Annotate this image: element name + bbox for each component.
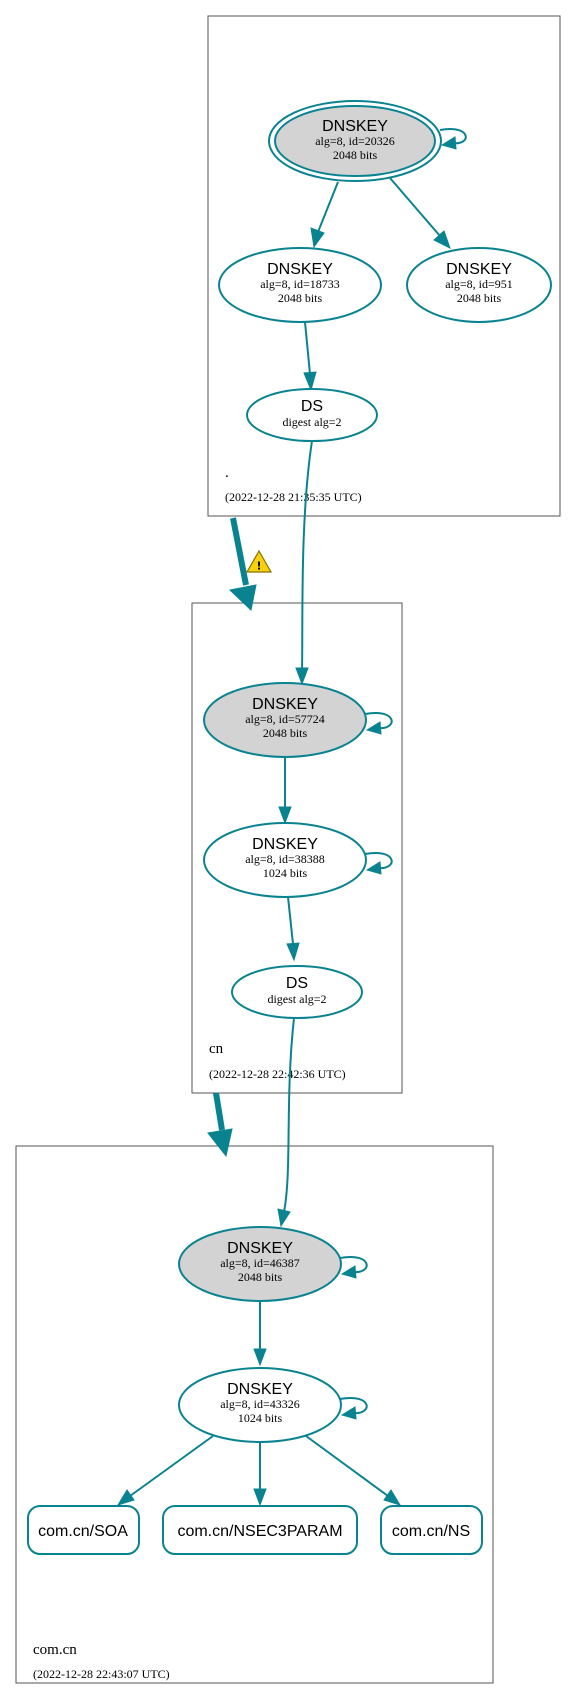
edge-delegation-root-to-cn <box>230 517 249 586</box>
edge-root-zsk-to-ds <box>304 321 311 375</box>
node-cn-ksk: DNSKEY alg=8, id=57724 2048 bits <box>203 682 367 758</box>
edge-cn-ksk-self <box>364 711 393 730</box>
node-detail: alg=8, id=57724 <box>245 712 325 726</box>
edge-root-ksk-to-zsk <box>317 181 339 233</box>
edge-root-ds-to-cn-ksk <box>301 440 313 673</box>
node-detail: 2048 bits <box>457 291 502 305</box>
node-detail: 1024 bits <box>263 866 308 880</box>
node-title: DNSKEY <box>227 1240 293 1257</box>
rrset-nsec3param: com.cn/NSEC3PARAM <box>162 1505 358 1555</box>
zone-comcn-timestamp: (2022-12-28 22:43:07 UTC) <box>33 1667 170 1681</box>
node-detail: 2048 bits <box>238 1270 283 1284</box>
arrowhead <box>340 1265 357 1279</box>
rrset-label: com.cn/NSEC3PARAM <box>177 1523 342 1540</box>
arrowhead <box>286 942 300 962</box>
edge-comcn-ksk-self <box>339 1255 368 1274</box>
edge-root-ksk-to-zsk2 <box>389 177 441 237</box>
arrowhead <box>365 861 382 875</box>
node-title: DS <box>301 398 323 415</box>
edge-comcn-zsk-self <box>339 1396 368 1415</box>
warning-icon: ! <box>245 549 273 573</box>
node-detail: alg=8, id=38388 <box>245 852 325 866</box>
arrowhead <box>253 1488 267 1507</box>
zone-cn-name: cn <box>209 1041 224 1057</box>
rrset-ns: com.cn/NS <box>380 1505 483 1555</box>
node-detail: alg=8, id=46387 <box>220 1256 300 1270</box>
edge-cn-ds-to-comcn-ksk <box>283 1017 295 1213</box>
warning-glyph: ! <box>256 560 261 573</box>
zone-root-name: . <box>225 465 229 481</box>
edge-root-ksk-self <box>439 127 467 145</box>
node-comcn-zsk: DNSKEY alg=8, id=43326 1024 bits <box>178 1367 342 1443</box>
arrowhead <box>383 1489 402 1506</box>
arrowhead <box>253 1348 267 1367</box>
arrowhead <box>295 667 309 686</box>
node-detail: 2048 bits <box>278 291 323 305</box>
node-comcn-ksk: DNSKEY alg=8, id=46387 2048 bits <box>178 1226 342 1302</box>
node-title: DS <box>286 975 308 992</box>
edge-cn-zsk-self <box>364 851 393 870</box>
node-root-ksk: DNSKEY alg=8, id=20326 2048 bits <box>268 100 442 182</box>
node-root-ds: DS digest alg=2 <box>246 388 378 442</box>
edge-comcn-zsk-to-ns <box>305 1435 389 1497</box>
node-title: DNSKEY <box>252 696 318 713</box>
node-detail: digest alg=2 <box>282 415 341 429</box>
arrowhead <box>277 1208 291 1228</box>
node-title: DNSKEY <box>227 1381 293 1398</box>
zone-comcn-name: com.cn <box>33 1642 77 1658</box>
arrowhead <box>116 1489 135 1506</box>
rrset-label: com.cn/NS <box>392 1523 470 1540</box>
node-detail: alg=8, id=18733 <box>260 277 340 291</box>
node-detail: 1024 bits <box>238 1411 283 1425</box>
edge-comcn-zsk-to-soa <box>129 1435 214 1497</box>
node-title: DNSKEY <box>267 261 333 278</box>
node-detail: 2048 bits <box>333 148 378 162</box>
arrowhead <box>310 227 325 249</box>
node-cn-ds: DS digest alg=2 <box>231 965 363 1019</box>
edge-delegation-cn-to-comcn <box>213 1092 225 1131</box>
node-detail: alg=8, id=43326 <box>220 1397 300 1411</box>
rrset-label: com.cn/SOA <box>38 1523 128 1540</box>
arrowhead <box>303 371 317 392</box>
rrset-soa: com.cn/SOA <box>27 1505 140 1555</box>
node-title: DNSKEY <box>446 261 512 278</box>
arrowhead <box>433 230 451 250</box>
node-detail: 2048 bits <box>263 726 308 740</box>
edge-cn-zsk-to-ds <box>287 896 294 945</box>
arrowhead <box>365 721 382 735</box>
node-detail: alg=8, id=20326 <box>315 134 395 148</box>
arrowhead <box>340 1406 357 1420</box>
node-title: DNSKEY <box>322 118 388 135</box>
arrowhead <box>278 806 292 825</box>
zone-root-timestamp: (2022-12-28 21:35:35 UTC) <box>225 490 362 504</box>
arrowhead <box>228 584 257 611</box>
arrowhead <box>440 136 457 150</box>
node-root-zsk: DNSKEY alg=8, id=18733 2048 bits <box>218 247 382 323</box>
node-detail: alg=8, id=951 <box>445 277 513 291</box>
node-root-zsk2: DNSKEY alg=8, id=951 2048 bits <box>406 247 552 323</box>
arrowhead <box>207 1128 233 1158</box>
node-detail: digest alg=2 <box>267 992 326 1006</box>
node-title: DNSKEY <box>252 836 318 853</box>
node-cn-zsk: DNSKEY alg=8, id=38388 1024 bits <box>203 822 367 898</box>
zone-cn-timestamp: (2022-12-28 22:42:36 UTC) <box>209 1067 346 1081</box>
